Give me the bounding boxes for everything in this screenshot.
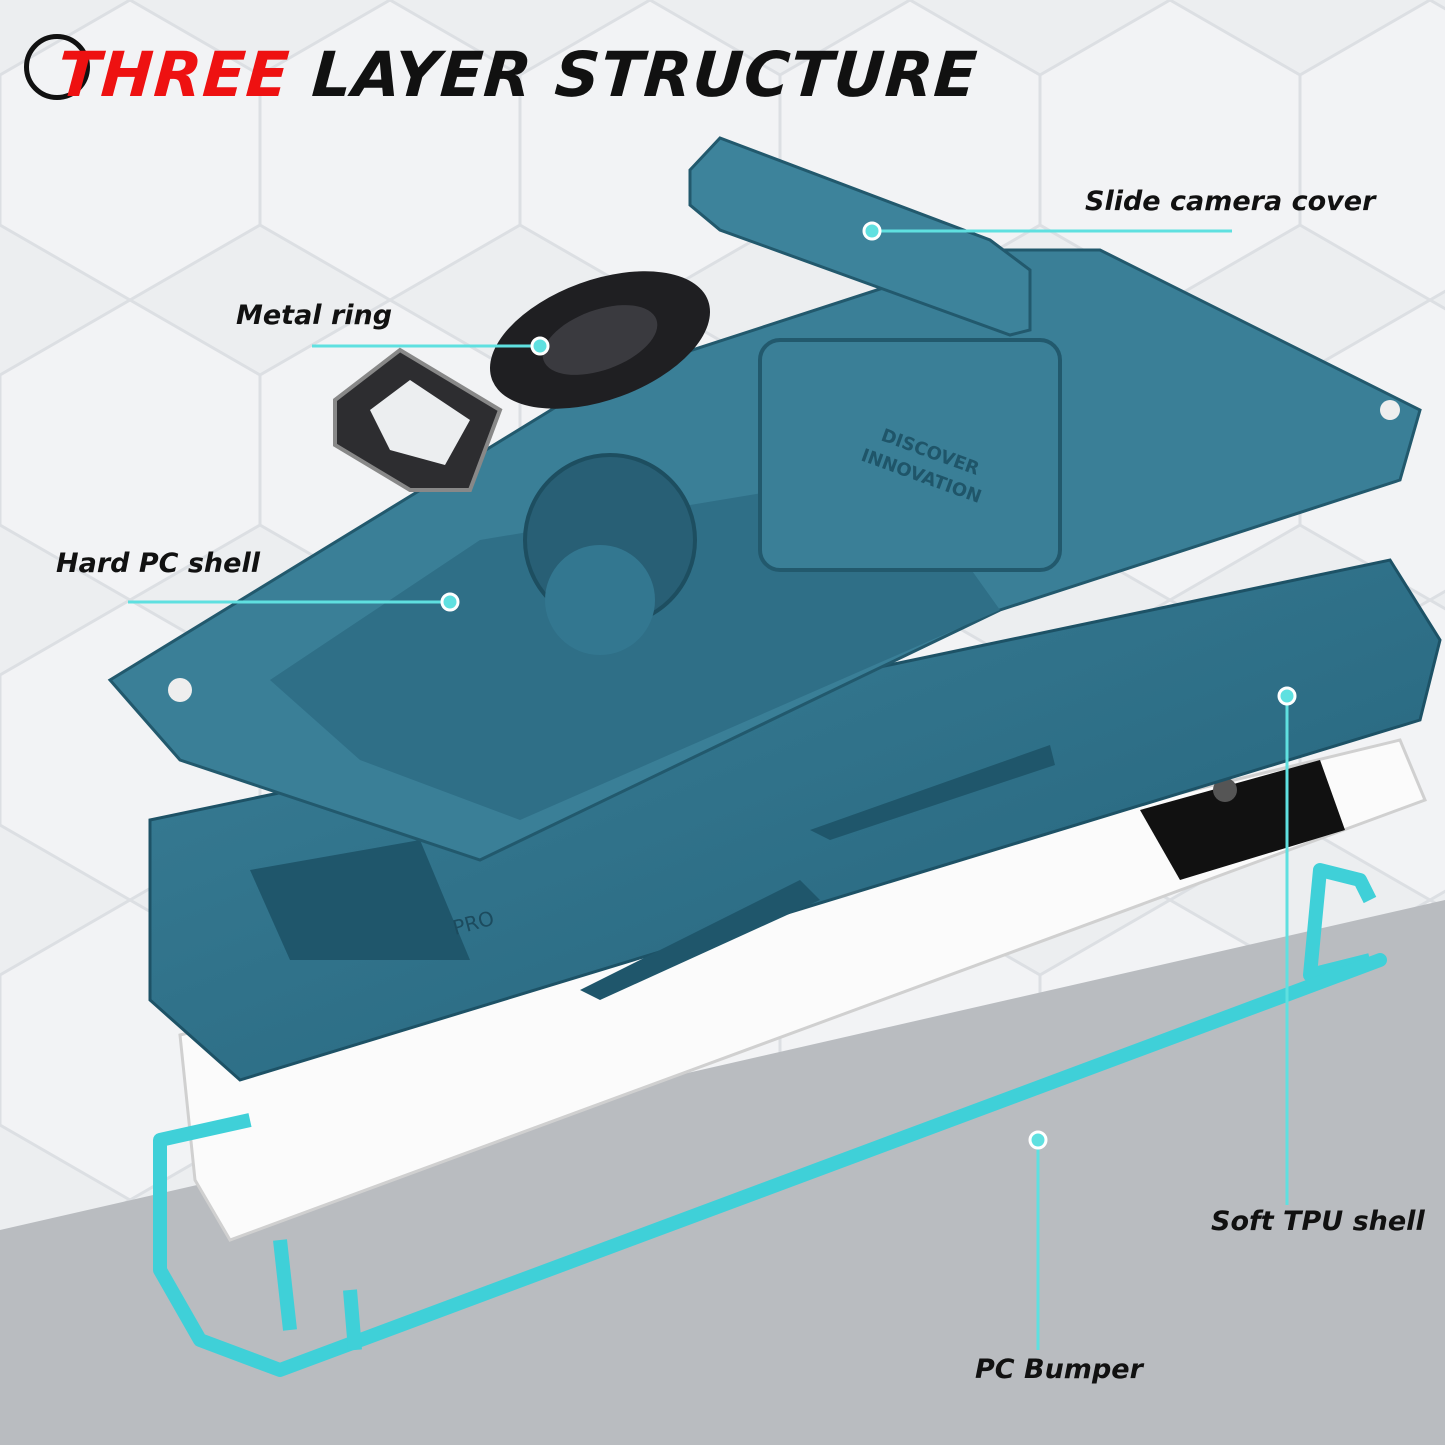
callout-dot-camera-cover — [862, 221, 882, 241]
callout-dot-soft-tpu-shell — [1277, 686, 1297, 706]
hard-pc-shell: DISCOVER INNOVATION — [107, 248, 1422, 862]
pc-bumper — [153, 863, 1387, 1377]
floor-surface — [0, 900, 1445, 1445]
slide-camera-cover — [688, 136, 1032, 337]
callout-dot-metal-ring — [530, 336, 550, 356]
soft-tpu-shell: PRO — [148, 558, 1442, 1082]
label-hard-pc-shell: Hard PC shell — [56, 548, 260, 579]
page-title: THREE LAYER STRUCTURE — [55, 38, 980, 111]
callout-dot-hard-pc-shell — [440, 592, 460, 612]
label-pc-bumper: PC Bumper — [975, 1354, 1143, 1385]
metal-ring — [333, 271, 710, 492]
title-rest: LAYER STRUCTURE — [309, 38, 981, 111]
title-ring-icon — [24, 34, 90, 100]
callout-dot-pc-bumper — [1028, 1130, 1048, 1150]
label-soft-tpu-shell: Soft TPU shell — [1211, 1206, 1425, 1237]
callout-lines — [128, 229, 1289, 1350]
title-highlight: THREE — [55, 38, 293, 111]
label-metal-ring: Metal ring — [236, 300, 393, 331]
label-slide-camera-cover: Slide camera cover — [1085, 186, 1376, 217]
